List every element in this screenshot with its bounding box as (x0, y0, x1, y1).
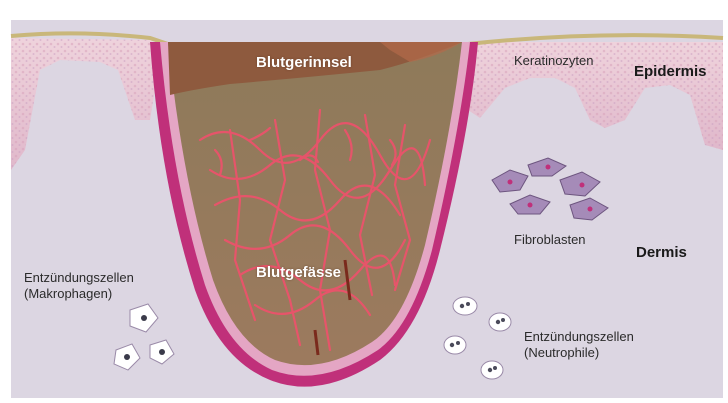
label-dermis: Dermis (636, 244, 687, 262)
label-epidermis: Epidermis (634, 63, 707, 81)
label-entzuendungszellen-makrophagen: Entzündungszellen (Makrophagen) (24, 270, 134, 301)
label-blutgerinnsel: Blutgerinnsel (256, 54, 352, 72)
label-line-1: Entzündungszellen (524, 329, 634, 345)
label-fibroblasten: Fibroblasten (514, 232, 586, 248)
label-entzuendungszellen-neutrophile: Entzündungszellen (Neutrophile) (524, 329, 634, 360)
label-blutgefaesse: Blutgefässe (256, 264, 341, 282)
label-keratinozyten: Keratinozyten (514, 53, 594, 69)
label-line-2: (Neutrophile) (524, 345, 634, 361)
label-line-2: (Makrophagen) (24, 286, 134, 302)
label-line-1: Entzündungszellen (24, 270, 134, 286)
